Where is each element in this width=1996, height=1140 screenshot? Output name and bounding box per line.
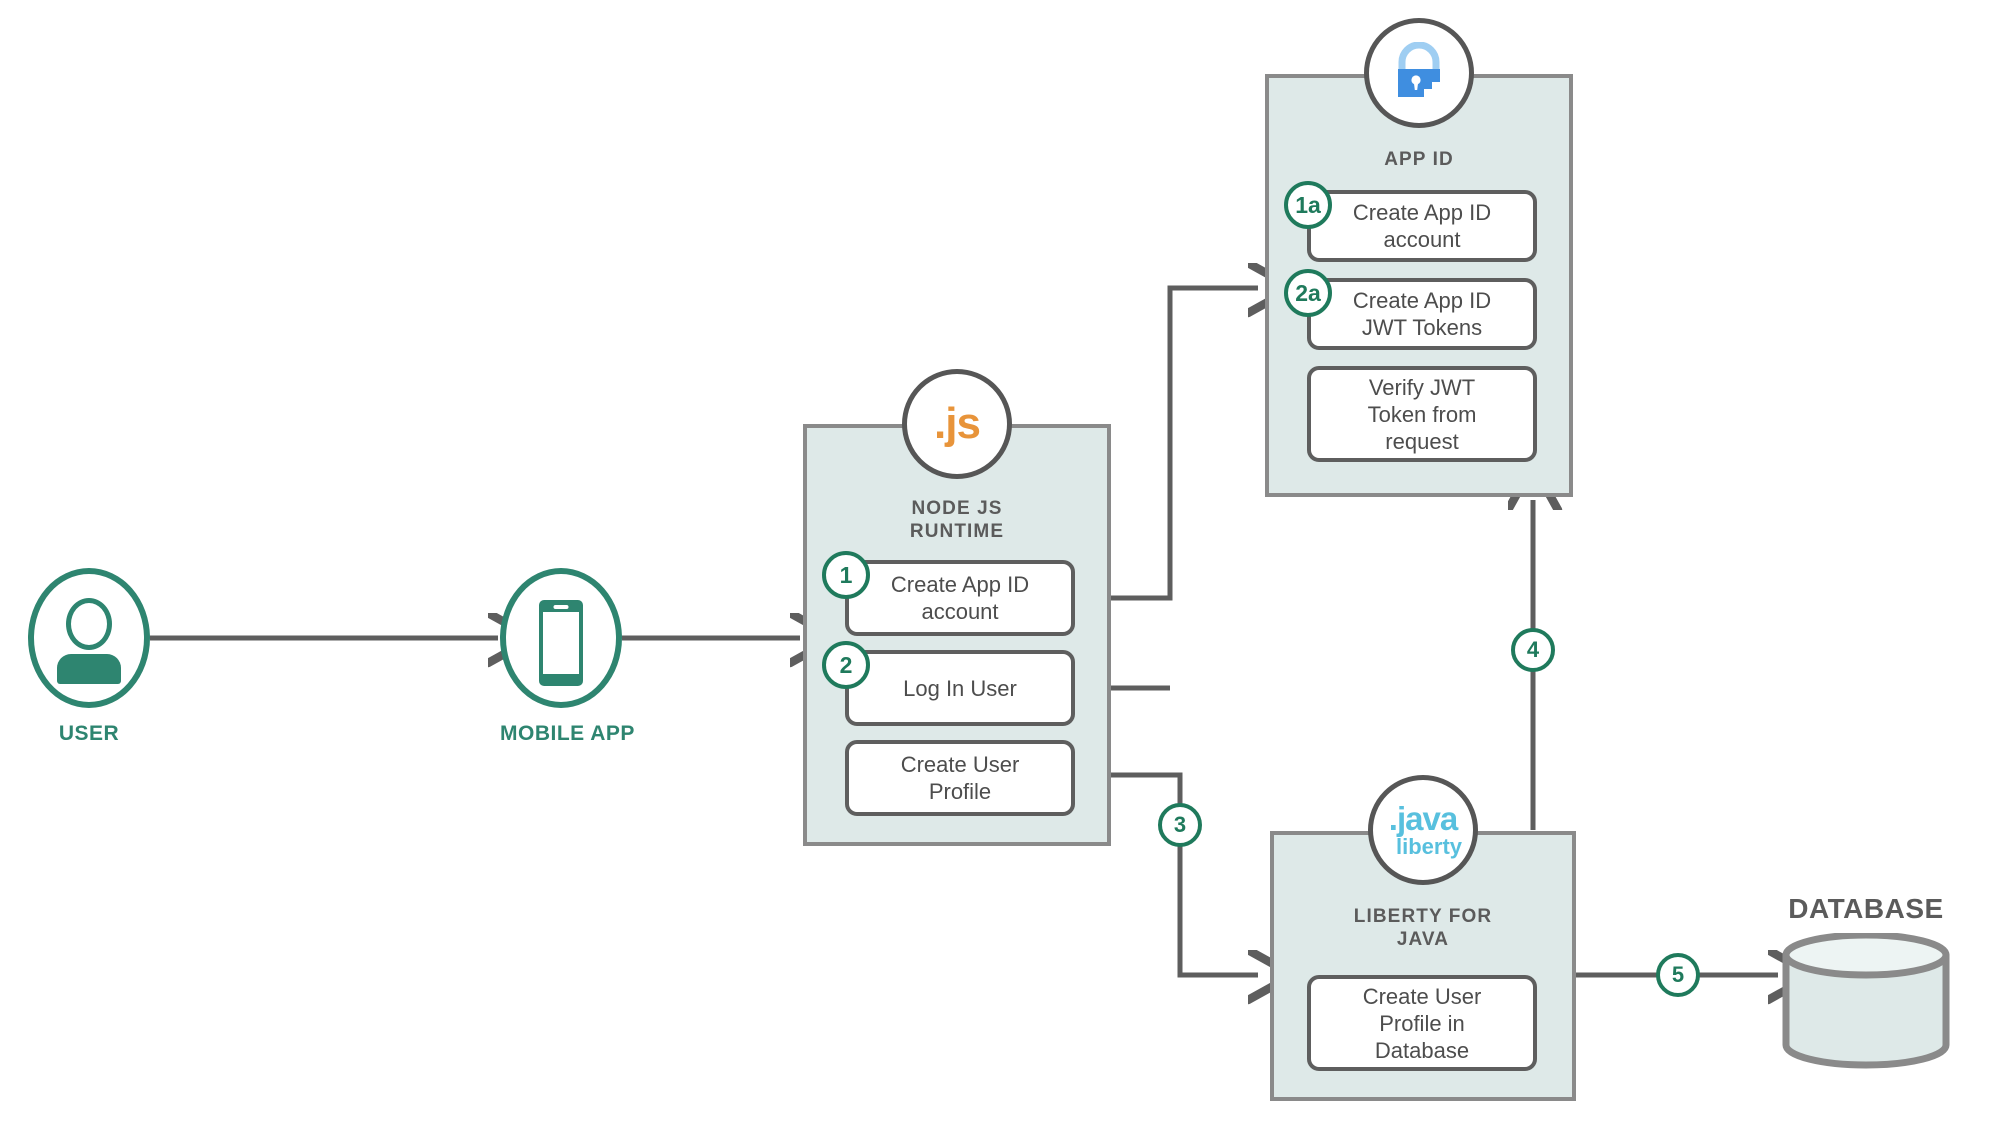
action-line1: Create App ID — [1352, 288, 1492, 313]
step-badge-4: 4 — [1511, 628, 1555, 672]
mobile-phone-icon — [500, 568, 622, 708]
user-icon — [28, 568, 150, 708]
java-liberty-wordmark: .java liberty — [1384, 802, 1462, 858]
database-label: DATABASE — [1788, 893, 1944, 924]
action-box-create-appid-account-node[interactable]: Create App ID account — [845, 560, 1075, 636]
platform-liberty-title-line1: LIBERTY FOR — [1353, 906, 1493, 927]
nodejs-logo-text: .js — [934, 399, 981, 448]
phone-screen-shape — [543, 612, 579, 674]
action-line1: Create App ID — [890, 572, 1030, 597]
platform-liberty-title: LIBERTY FOR JAVA — [1270, 905, 1576, 951]
java-liberty-secondary-text: liberty — [1395, 834, 1463, 859]
action-line1: Create App ID — [1352, 200, 1492, 225]
action-box-create-appid-account[interactable]: Create App ID account — [1307, 190, 1537, 262]
action-line1: Log In User — [903, 675, 1017, 701]
action-text-wrapper: Verify JWT Token from request — [1368, 374, 1477, 455]
action-box-create-user-profile-in-database[interactable]: Create User Profile in Database — [1307, 975, 1537, 1071]
appid-lock-icon — [1398, 42, 1440, 97]
action-box-create-user-profile[interactable]: Create User Profile — [845, 740, 1075, 816]
mobile-app-label: MOBILE APP — [500, 722, 635, 745]
step-badge-5: 5 — [1656, 953, 1700, 997]
platform-nodejs-title: NODE JS RUNTIME — [803, 497, 1111, 543]
step-badge-3: 3 — [1158, 803, 1202, 847]
action-line2: Profile — [928, 779, 992, 804]
action-text-wrapper: Create App ID account — [1353, 199, 1491, 253]
appid-lock-logo — [1364, 18, 1474, 128]
step-badge-2a: 2a — [1284, 269, 1332, 317]
user-label: USER — [58, 722, 120, 745]
platform-appid-title-line1: APP ID — [1384, 149, 1454, 170]
action-line3: Database — [1374, 1037, 1470, 1063]
entity-user: USER — [28, 568, 150, 746]
java-liberty-logo: .java liberty — [1368, 775, 1478, 885]
platform-liberty-title-line2: JAVA — [1396, 929, 1450, 950]
action-box-log-in-user[interactable]: Log In User — [845, 650, 1075, 726]
user-body-shape — [57, 654, 121, 684]
action-text-wrapper: Create User Profile — [901, 751, 1020, 805]
action-line1: Create User — [1362, 983, 1482, 1009]
entity-mobile-app: MOBILE APP — [500, 568, 635, 746]
action-text-wrapper: Create User Profile in Database — [1363, 983, 1482, 1064]
action-line2: Profile in — [1379, 1010, 1465, 1036]
step-badge-1a: 1a — [1284, 181, 1332, 229]
user-head-shape — [66, 598, 112, 650]
action-line1: Create User — [900, 752, 1020, 777]
step-badge-2: 2 — [822, 641, 870, 689]
nodejs-js-logo: .js — [902, 369, 1012, 479]
entity-database: DATABASE — [1778, 893, 1954, 1078]
phone-speaker-shape — [553, 605, 569, 609]
action-line3: request — [1385, 428, 1459, 454]
action-box-create-appid-jwt-tokens[interactable]: Create App ID JWT Tokens — [1307, 278, 1537, 350]
action-line2: account — [1383, 227, 1461, 252]
platform-nodejs-title-line2: RUNTIME — [909, 521, 1005, 542]
action-text-wrapper: Create App ID account — [891, 571, 1029, 625]
action-box-verify-jwt-token[interactable]: Verify JWT Token from request — [1307, 366, 1537, 462]
action-line1: Verify JWT — [1368, 374, 1476, 400]
java-liberty-primary-text: .java — [1388, 800, 1458, 837]
phone-body-shape — [539, 600, 583, 686]
step-badge-1: 1 — [822, 551, 870, 599]
action-line2: Token from — [1367, 401, 1477, 427]
action-line2: account — [921, 599, 999, 624]
platform-nodejs-title-line1: NODE JS — [911, 498, 1003, 519]
platform-appid-title: APP ID — [1265, 148, 1573, 171]
action-line2: JWT Tokens — [1361, 315, 1483, 340]
database-cylinder-icon — [1782, 931, 1950, 1069]
action-text-wrapper: Create App ID JWT Tokens — [1353, 287, 1491, 341]
